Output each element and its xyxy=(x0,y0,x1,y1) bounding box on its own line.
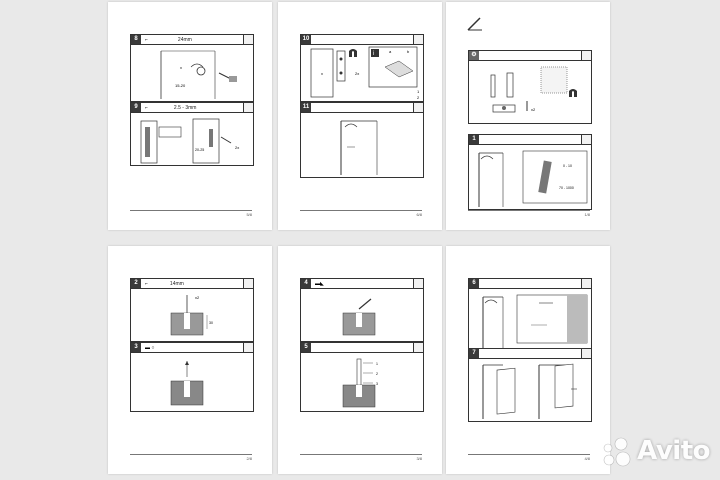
step-number: 2 xyxy=(131,279,141,288)
step-4-illustration xyxy=(342,298,376,336)
step-spec: 2.5 - 3mm xyxy=(173,104,197,111)
footer-rule xyxy=(130,454,252,455)
footer-rule xyxy=(300,210,422,211)
drill-icon: ⌐ xyxy=(145,104,148,111)
step-number: 8 xyxy=(131,35,141,44)
step-number: 9 xyxy=(131,103,141,112)
step-7-panel: 7 xyxy=(468,348,592,422)
page-number: 5/8 xyxy=(246,212,252,217)
corner-icon xyxy=(413,103,423,112)
step-7-illustration xyxy=(482,363,577,419)
corner-icon xyxy=(581,51,591,60)
step-1-panel: 1 0 - 10 70 - 1000 xyxy=(468,134,592,210)
page-number: 1/8 xyxy=(584,212,590,217)
step-number: 11 xyxy=(301,103,311,112)
avito-dots-icon xyxy=(603,437,631,467)
dim-label: x xyxy=(180,65,182,70)
corner-icon xyxy=(581,349,591,358)
manual-page-3: 4 ▬◣ 5 1 2 xyxy=(278,246,442,474)
dim-label: b xyxy=(407,49,410,54)
count-label: 2x xyxy=(355,71,359,76)
corner-icon xyxy=(581,135,591,144)
step-4-panel: 4 ▬◣ xyxy=(300,278,424,342)
count-label: 2x xyxy=(235,145,239,150)
manual-page-1: ⚙ x2 1 xyxy=(446,2,610,230)
step-number: 4 xyxy=(301,279,311,288)
step-11-panel: 11 xyxy=(300,102,424,178)
step-5-illustration: 1 2 3 xyxy=(342,358,378,408)
step-number: 10 xyxy=(301,35,311,44)
dim-label: x xyxy=(321,71,323,76)
drill-icon: ⌐ xyxy=(145,280,148,287)
dim-label: 2 xyxy=(417,95,420,100)
page-number: 6/8 xyxy=(416,212,422,217)
magnet-icon xyxy=(349,49,357,57)
step-9-illustration: 20-25 2x xyxy=(140,118,239,164)
footer-rule xyxy=(130,210,252,211)
dim-label: a xyxy=(389,49,392,54)
magnet-icon xyxy=(569,89,577,97)
step-8-illustration: x 15-20 xyxy=(160,50,237,99)
corner-icon xyxy=(413,35,423,44)
step-3-illustration xyxy=(170,361,204,406)
step-number: 1 xyxy=(469,135,479,144)
corner-icon xyxy=(413,279,423,288)
dowel-icon: ▬ ○ xyxy=(145,344,155,351)
parts-panel: ⚙ x2 xyxy=(468,50,592,124)
dim-label: 1 xyxy=(376,362,378,366)
step-spec: 14mm xyxy=(169,280,184,287)
step-number: 7 xyxy=(469,349,479,358)
step-10-illustration: i x a b 2x 1 2 xyxy=(310,46,420,100)
footer-rule xyxy=(468,210,590,211)
watermark-text: Avito xyxy=(637,436,710,466)
avito-watermark: Avito xyxy=(599,434,710,468)
tools-icon xyxy=(467,17,482,31)
manual-page-2: 2 ⌐ 14mm x2 30 3 ▬ ○ xyxy=(108,246,272,474)
step-10-panel: 10 i x a b 2x 1 2 xyxy=(300,34,424,102)
dim-label: 3 xyxy=(376,382,378,386)
step-number: 5 xyxy=(301,343,311,352)
page-number: 4/8 xyxy=(584,456,590,461)
step-2-panel: 2 ⌐ 14mm x2 30 xyxy=(130,278,254,342)
step-spec: 24mm xyxy=(177,36,192,43)
manual-page-5: 8 ⌐ 24mm x 15-20 9 ⌐ 2.5 - 3mm xyxy=(108,2,272,230)
drill-icon: ⌐ xyxy=(145,36,148,43)
step-8-panel: 8 ⌐ 24mm x 15-20 xyxy=(130,34,254,102)
parts-icon: ⚙ xyxy=(469,51,479,60)
corner-icon xyxy=(243,103,253,112)
step-11-illustration xyxy=(340,120,378,175)
manual-page-4: 6 7 xyxy=(446,246,610,474)
corner-icon xyxy=(413,343,423,352)
dim-label: 30 xyxy=(209,321,213,325)
dim-label: 1 xyxy=(417,89,420,94)
manual-page-6: 10 i x a b 2x 1 2 xyxy=(278,2,442,230)
dim-label: 15-20 xyxy=(175,83,186,88)
step-9-panel: 9 ⌐ 2.5 - 3mm 20-25 2x xyxy=(130,102,254,166)
corner-icon xyxy=(581,279,591,288)
step-number: 3 xyxy=(131,343,141,352)
step-2-illustration: x2 30 xyxy=(170,295,213,336)
dim-label: 0 - 10 xyxy=(563,164,572,168)
glue-icon: ▬◣ xyxy=(315,280,324,287)
step-number: 6 xyxy=(469,279,479,288)
page-number: 2/8 xyxy=(246,456,252,461)
count-label: x2 xyxy=(531,107,536,112)
step-3-panel: 3 ▬ ○ xyxy=(130,342,254,412)
footer-rule xyxy=(300,454,422,455)
corner-icon xyxy=(243,35,253,44)
corner-icon xyxy=(243,343,253,352)
step-6-illustration xyxy=(482,294,588,349)
step-1-illustration: 0 - 10 70 - 1000 xyxy=(478,150,588,207)
dim-label: 70 - 1000 xyxy=(559,186,574,190)
parts-illustration: x2 xyxy=(490,66,577,113)
count-label: x2 xyxy=(195,295,200,300)
dim-label: 20-25 xyxy=(195,148,204,152)
svg-text:i: i xyxy=(373,51,374,57)
corner-icon xyxy=(243,279,253,288)
step-6-panel: 6 xyxy=(468,278,592,352)
step-5-panel: 5 1 2 3 xyxy=(300,342,424,412)
page-number: 3/8 xyxy=(416,456,422,461)
footer-rule xyxy=(468,454,590,455)
dim-label: 2 xyxy=(376,372,378,376)
